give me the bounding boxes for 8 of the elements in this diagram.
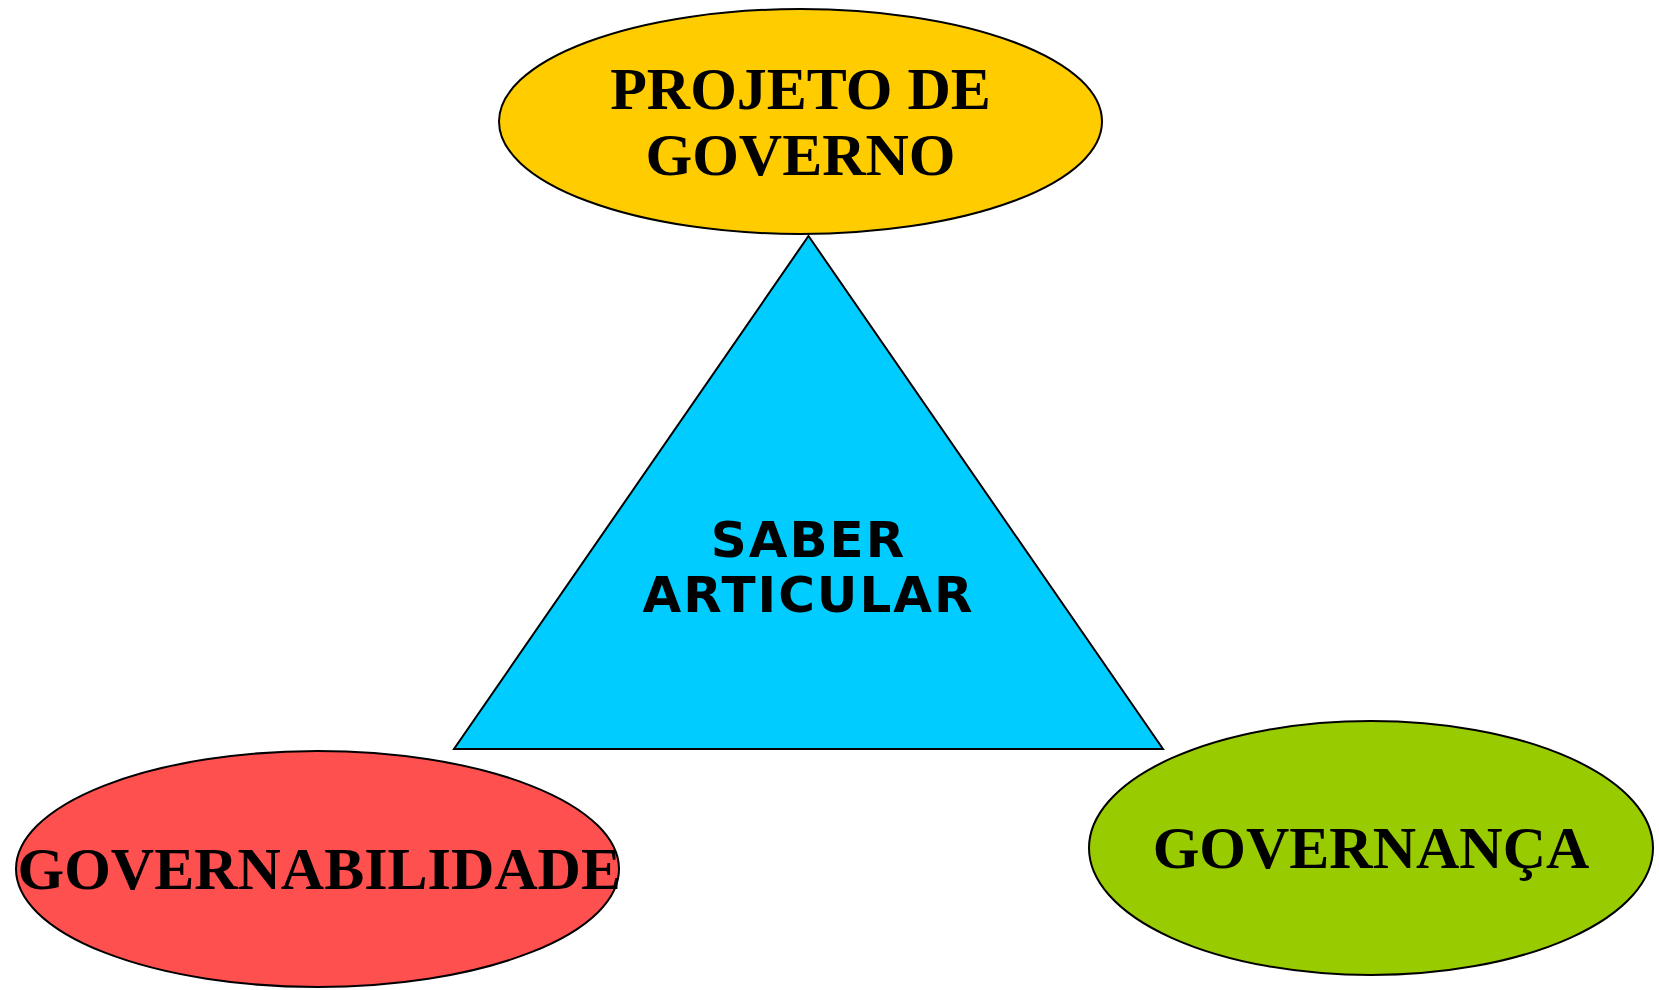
ellipse-node	[15, 750, 620, 988]
node-label: SABER ARTICULAR	[641, 512, 976, 623]
node-label: GOVERNANÇA	[1152, 815, 1590, 881]
node-label: GOVERNABILIDADE	[17, 836, 618, 902]
ellipse-node	[498, 8, 1103, 235]
triangle-node	[453, 235, 1164, 750]
ellipse-node	[1088, 720, 1654, 976]
node-label: PROJETO DE GOVERNO	[609, 55, 992, 188]
